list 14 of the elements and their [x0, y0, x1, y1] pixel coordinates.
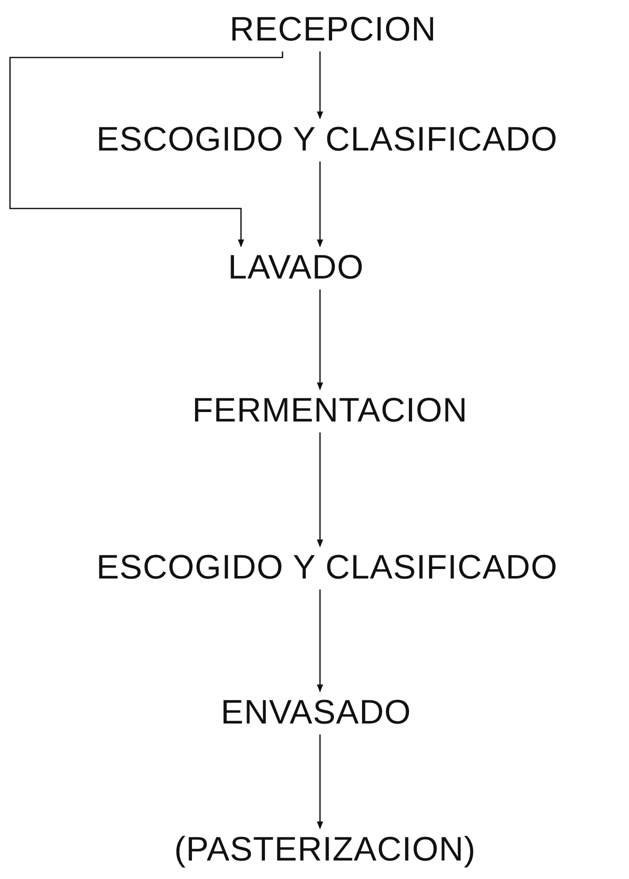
process-step: ESCOGIDO Y CLASIFICADO: [96, 120, 558, 160]
process-step: ESCOGIDO Y CLASIFICADO: [96, 548, 558, 588]
arrow: [316, 590, 324, 692]
process-step: FERMENTACION: [192, 392, 468, 430]
process-step: ENVASADO: [220, 694, 412, 732]
arrow: [316, 432, 324, 548]
process-step: (PASTERIZACION): [174, 830, 476, 870]
process-step: LAVADO: [228, 248, 364, 288]
arrow: [316, 290, 324, 390]
process-step: RECEPCION: [230, 10, 436, 50]
arrow: [9, 51, 284, 248]
arrow: [316, 162, 324, 248]
arrow: [316, 52, 324, 120]
arrow: [316, 734, 324, 830]
